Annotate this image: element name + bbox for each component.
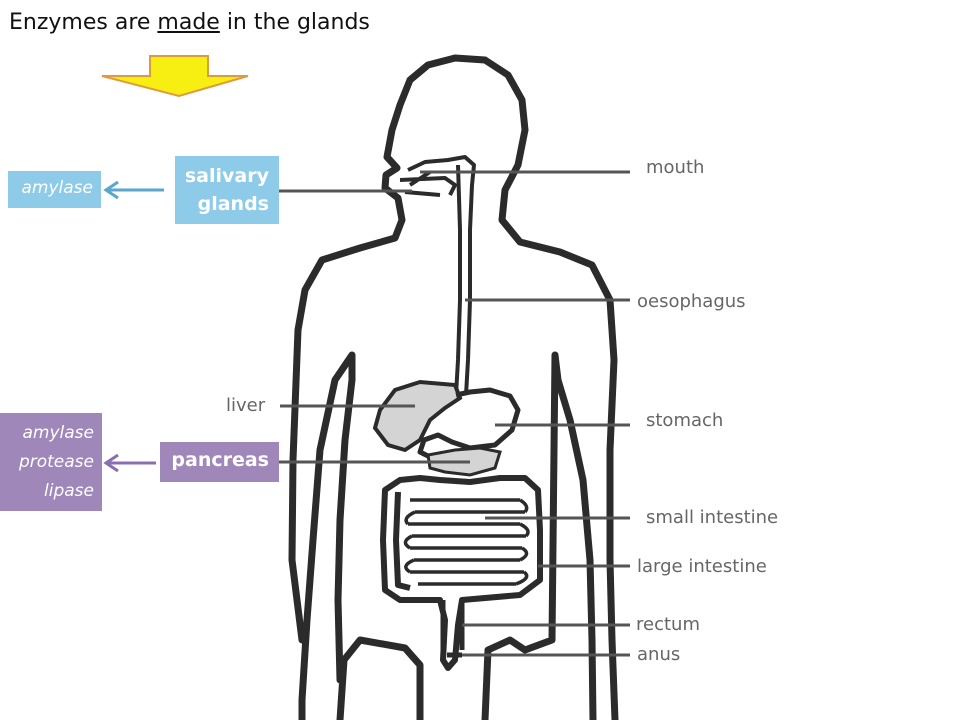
label-large-intestine: large intestine xyxy=(637,556,767,577)
pancreas-arrow xyxy=(103,453,156,473)
pancreas-enzyme-amylase: amylase xyxy=(22,423,95,443)
small-intestine-shape xyxy=(403,498,530,586)
label-stomach: stomach xyxy=(646,410,724,431)
pancreas-enzyme-box: amylase protease lipase xyxy=(0,413,102,511)
salivary-arrow xyxy=(103,180,164,200)
pancreas-box: pancreas xyxy=(160,442,279,482)
label-small-intestine: small intestine xyxy=(646,507,779,528)
label-rectum: rectum xyxy=(636,614,700,635)
page-title: Enzymes are made in the glands xyxy=(9,10,370,35)
salivary-glands-label-line1: salivary xyxy=(184,165,269,187)
liver-shape xyxy=(372,379,463,453)
salivary-enzyme-amylase: amylase xyxy=(21,178,94,198)
label-liver: liver xyxy=(226,395,266,416)
leader-lines xyxy=(279,170,630,657)
title-underlined-word: made xyxy=(157,10,220,35)
pancreas-enzyme-protease: protease xyxy=(18,452,94,472)
label-anus: anus xyxy=(637,644,681,665)
label-oesophagus: oesophagus xyxy=(637,291,746,312)
down-arrow-icon xyxy=(101,55,249,98)
title-text-end: in the glands xyxy=(219,10,370,35)
pancreas-label: pancreas xyxy=(171,449,269,471)
salivary-glands-box: salivary glands xyxy=(175,156,279,224)
body-outline xyxy=(288,54,619,720)
salivary-glands-label-line2: glands xyxy=(197,193,269,215)
salivary-enzyme-box: amylase xyxy=(8,171,101,208)
oesophagus-shape xyxy=(399,155,476,396)
title-text-start: Enzymes are xyxy=(9,10,158,35)
label-mouth: mouth xyxy=(646,157,705,178)
pancreas-enzyme-lipase: lipase xyxy=(44,481,94,501)
